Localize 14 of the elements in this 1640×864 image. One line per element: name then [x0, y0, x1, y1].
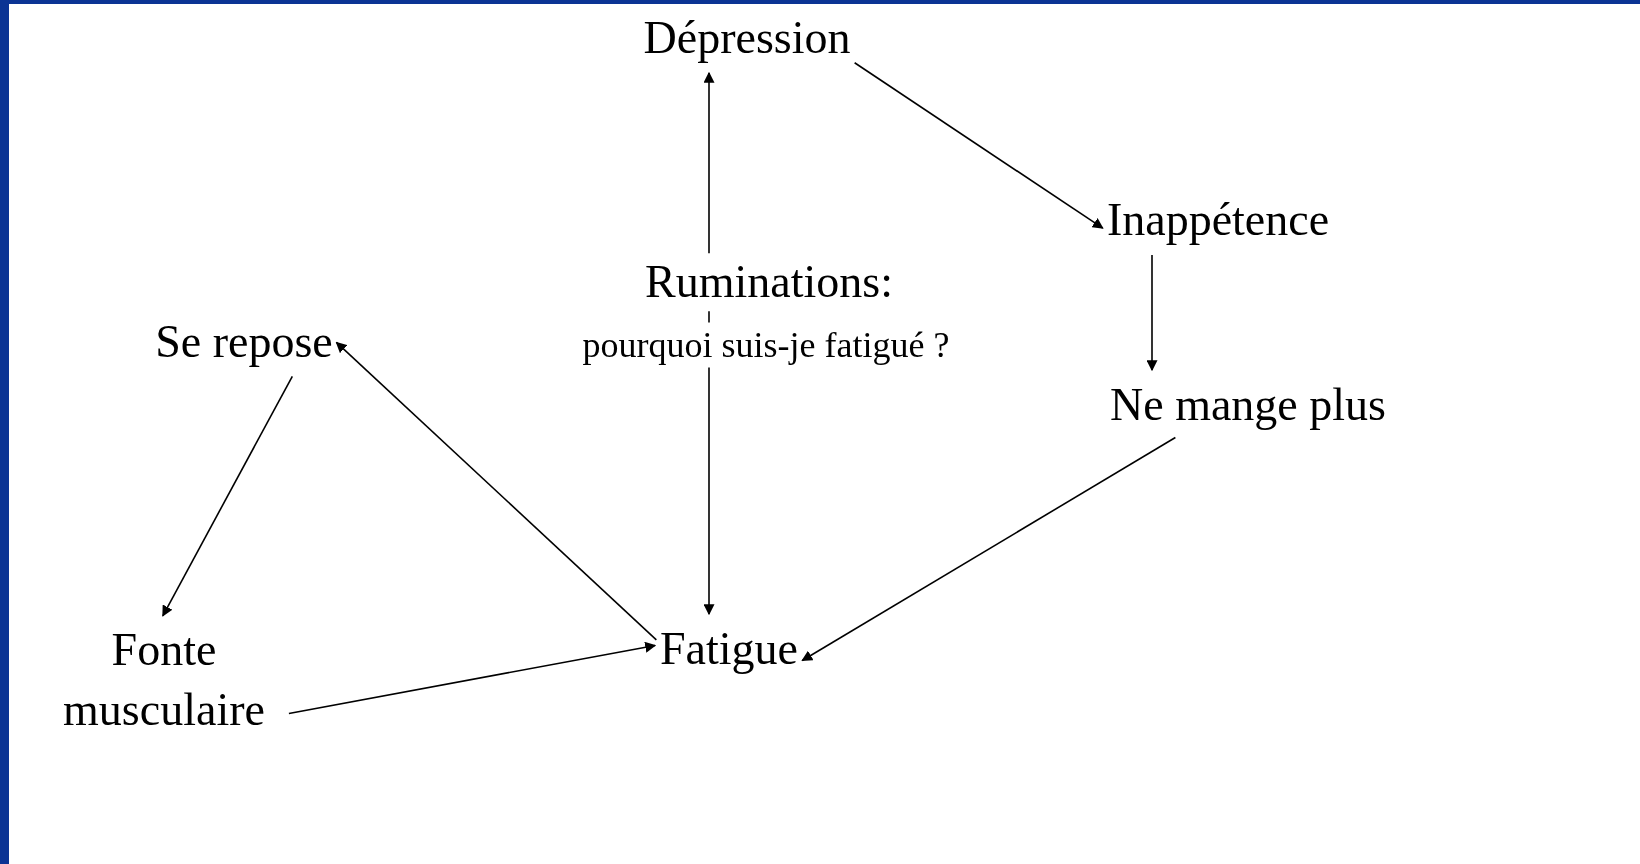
arrow: [335, 341, 658, 641]
arrow: [288, 641, 657, 715]
node-label: Dépression: [643, 8, 851, 68]
arrow: [162, 375, 294, 617]
note-text: Ruminations:: [645, 253, 893, 311]
arrow: [1146, 254, 1158, 372]
node-label: Ne mange plus: [1110, 375, 1386, 435]
node-label: Se repose: [155, 312, 333, 372]
arrow: [801, 436, 1177, 662]
node-label: Fonte musculaire: [44, 620, 284, 740]
note-text: pourquoi suis-je fatigué ?: [582, 322, 950, 368]
node-label: Fatigue: [660, 619, 798, 679]
node-label: Inappétence: [1106, 190, 1330, 250]
arrow: [853, 61, 1104, 229]
